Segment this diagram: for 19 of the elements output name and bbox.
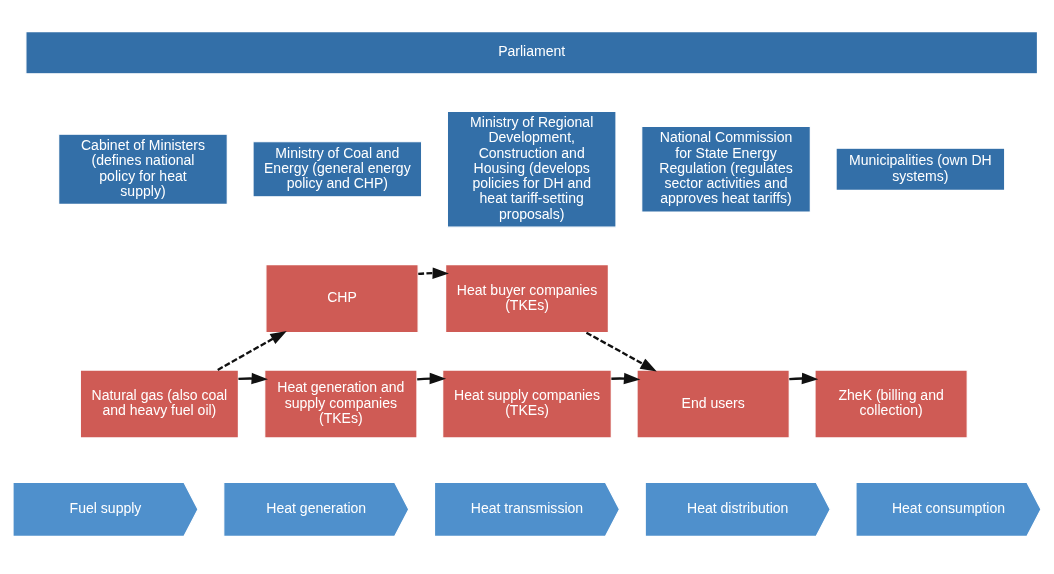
node-box: ZheK (billing and collection) <box>814 368 968 439</box>
arrow <box>789 372 819 384</box>
node-box: Cabinet of Ministers (defines national policy for heat supply) <box>58 133 228 205</box>
arrow <box>585 331 657 372</box>
node-box: Heat buyer companies (TKEs) <box>445 263 609 333</box>
arrow <box>238 372 268 384</box>
arrow <box>611 372 641 384</box>
node-box: Parliament <box>25 30 1039 74</box>
node-box: Heat supply companies (TKEs) <box>442 368 612 439</box>
node-box: Ministry of Regional Development, Construction and Housing (develops policies for DH and heat tariff-setting proposals) <box>446 110 617 228</box>
node-box: Heat generation and supply companies (TKEs) <box>264 368 418 439</box>
node-box: Natural gas (also coal and heavy fuel oil) <box>79 368 239 439</box>
node-box: End users <box>636 368 790 439</box>
node-box: CHP <box>265 263 419 333</box>
arrow <box>217 330 287 371</box>
node-box: Ministry of Coal and Energy (general energy policy and CHP) <box>252 140 423 197</box>
node-box: Municipalities (own DH systems) <box>835 147 1006 191</box>
arrow <box>418 266 449 279</box>
node-box: National Commission for State Energy Regulation (regulates sector activities and approves heat tariffs) <box>641 125 811 213</box>
